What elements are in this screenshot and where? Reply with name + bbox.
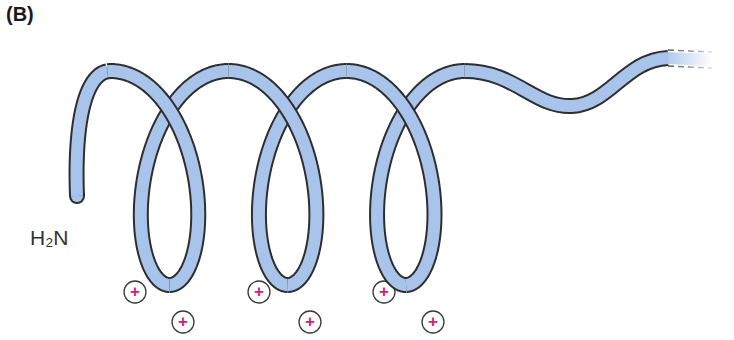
- tail-fill: [465, 58, 668, 106]
- helix-segment: [107, 71, 198, 285]
- segment-outline: [77, 71, 108, 196]
- tail-dash: [668, 66, 712, 68]
- charge-sign: +: [130, 283, 140, 300]
- segment-fill: [77, 71, 108, 196]
- tail-fade: [667, 58, 712, 60]
- segment-fill: [377, 71, 465, 285]
- charge-circle: [172, 311, 194, 333]
- helix-segment: [228, 71, 316, 285]
- charge-sign: +: [178, 313, 188, 330]
- helix-segment: [77, 71, 108, 196]
- terminus-label: H₂N: [30, 227, 68, 248]
- segment-fill: [228, 71, 316, 285]
- charge-circle: [248, 281, 270, 303]
- segment-outline: [259, 71, 346, 285]
- segment-outline: [228, 71, 316, 285]
- segment-fill: [107, 71, 198, 285]
- helix-segment: [259, 71, 346, 285]
- segment-fill: [346, 71, 434, 285]
- segment-outline: [107, 71, 198, 285]
- segment-outline: [141, 71, 229, 285]
- segment-outline: [346, 71, 434, 285]
- tail-outline: [465, 58, 668, 106]
- tail-dash: [668, 50, 712, 52]
- charge-sign: +: [305, 313, 315, 330]
- charge-circle: [422, 311, 444, 333]
- helix-segment: [141, 71, 229, 285]
- helix-segment: [377, 71, 465, 285]
- charge-sign: +: [379, 283, 389, 300]
- charge-circle: [124, 281, 146, 303]
- segment-fill: [259, 71, 346, 285]
- segment-fill: [141, 71, 229, 285]
- charge-sign: +: [428, 313, 438, 330]
- charge-sign: +: [254, 283, 264, 300]
- helix-segment: [346, 71, 434, 285]
- charge-circle: [299, 311, 321, 333]
- segment-outline: [377, 71, 465, 285]
- helix-tube: [69, 50, 712, 285]
- panel-letter: (B): [6, 4, 34, 24]
